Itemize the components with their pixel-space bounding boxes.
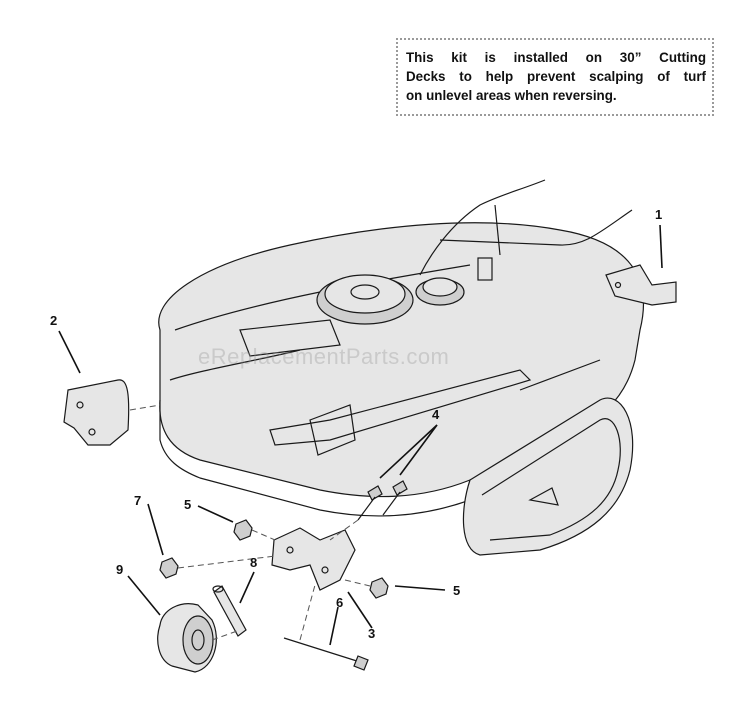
deck-brackets	[239, 319, 601, 456]
part-4-bolts	[329, 480, 408, 541]
discharge-chute	[462, 397, 634, 556]
note-line-3: on unlevel areas when reversing.	[406, 88, 617, 103]
part-9-roller	[157, 603, 241, 673]
part-2-bracket	[63, 379, 161, 446]
installation-note-box	[396, 38, 714, 116]
part-3-bracket	[271, 527, 356, 591]
part-7-nut	[159, 555, 276, 579]
note-line-2: Decks to help prevent scalping of turf	[406, 69, 706, 84]
part-8-spacer	[212, 585, 247, 637]
part-6-bolt	[283, 584, 369, 671]
callout-4: 4	[432, 407, 440, 422]
part-1-bracket	[605, 264, 677, 306]
installation-note: This kit is installed on 30” Cutting Dec…	[406, 48, 706, 105]
callout-7: 7	[134, 493, 142, 508]
callout-3: 3	[368, 626, 376, 641]
lift-frame	[419, 179, 633, 281]
callout-1: 1	[655, 207, 663, 222]
leader-lines	[58, 224, 663, 646]
callout-9: 9	[116, 562, 124, 577]
note-line-1: This kit is installed on 30” Cutting	[406, 50, 706, 65]
callout-6: 6	[336, 595, 344, 610]
deck-pulleys	[316, 274, 465, 325]
part-5-nuts	[233, 519, 389, 599]
callout-5-lower: 5	[453, 583, 461, 598]
watermark: eReplacementParts.com	[198, 344, 450, 369]
callout-2: 2	[50, 313, 58, 328]
callout-8: 8	[250, 555, 258, 570]
callout-5-upper: 5	[184, 497, 192, 512]
